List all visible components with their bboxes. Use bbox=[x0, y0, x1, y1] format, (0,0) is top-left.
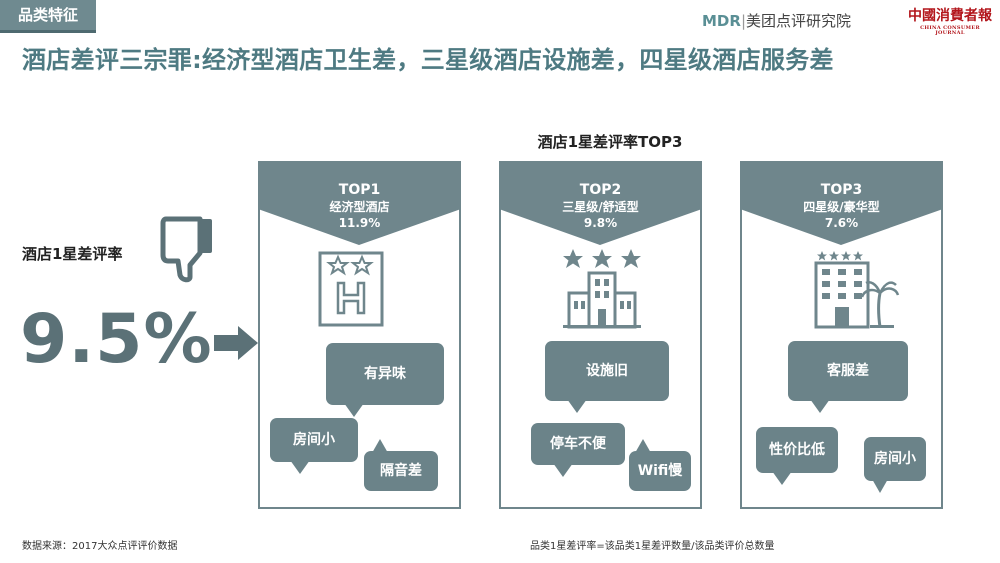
card-rank: TOP2 bbox=[579, 182, 622, 198]
card-top2: TOP2 三星级/舒适型 9.8% 设施旧 停车不便 Wifi慢 bbox=[499, 161, 702, 509]
three-star-building-icon bbox=[563, 249, 641, 329]
mdr-mark: MDR bbox=[702, 12, 741, 30]
card-rate: 11.9% bbox=[338, 216, 381, 230]
bubble-complaint: 停车不便 bbox=[531, 423, 625, 477]
brand-logo-consumer: 中國消費者報 CHINA CONSUMER JOURNAL bbox=[908, 6, 992, 36]
card-rate: 9.8% bbox=[583, 216, 618, 230]
source-note: 数据来源：2017大众点评评价数据 bbox=[22, 541, 178, 552]
consumer-logo-sub: CHINA CONSUMER JOURNAL bbox=[920, 25, 980, 36]
consumer-logo-text: 中國消費者報 bbox=[908, 8, 992, 24]
section-tag: 品类特征 bbox=[0, 0, 96, 33]
card-category: 三星级/舒适型 bbox=[562, 200, 639, 214]
card-category: 经济型酒店 bbox=[329, 200, 390, 214]
formula-note: 品类1星差评率=该品类1星差评数量/该品类评价总数量 bbox=[530, 541, 775, 552]
card-rate: 7.6% bbox=[824, 216, 859, 230]
arrow-right-icon bbox=[214, 326, 258, 360]
card-header: TOP2 三星级/舒适型 9.8% bbox=[501, 181, 700, 231]
card-ribbon bbox=[258, 161, 461, 245]
chart-title: 酒店1星差评率TOP3 bbox=[537, 133, 683, 151]
hotel-h-icon bbox=[318, 251, 384, 327]
card-top1: TOP1 经济型酒店 11.9% 有异味 房间小 隔音差 bbox=[258, 161, 461, 509]
thumbs-down-icon bbox=[160, 216, 212, 283]
bubble-complaint: 房间小 bbox=[864, 437, 926, 493]
luxury-hotel-icon bbox=[814, 251, 900, 329]
rate-label: 酒店1星差评率 bbox=[22, 245, 123, 263]
bubble-complaint: 设施旧 bbox=[545, 341, 669, 413]
card-category: 四星级/豪华型 bbox=[803, 200, 880, 214]
bubble-complaint: 房间小 bbox=[270, 418, 358, 474]
brand-name: 美团点评研究院 bbox=[746, 12, 852, 30]
card-rank: TOP1 bbox=[338, 182, 381, 198]
page-title: 酒店差评三宗罪:经济型酒店卫生差，三星级酒店设施差，四星级酒店服务差 bbox=[22, 46, 834, 74]
card-header: TOP3 四星级/豪华型 7.6% bbox=[742, 181, 941, 231]
bubble-complaint: Wifi慢 bbox=[629, 439, 691, 491]
card-ribbon bbox=[740, 161, 943, 245]
bubble-complaint: 性价比低 bbox=[756, 427, 838, 485]
card-header: TOP1 经济型酒店 11.9% bbox=[260, 181, 459, 231]
card-ribbon bbox=[499, 161, 702, 245]
bubble-complaint: 客服差 bbox=[788, 341, 908, 413]
brand-logo-mdr: MDR|美团点评研究院 bbox=[702, 12, 852, 30]
rate-value: 9.5% bbox=[20, 300, 213, 379]
bubble-complaint: 有异味 bbox=[326, 343, 444, 417]
card-rank: TOP3 bbox=[820, 182, 863, 198]
bubble-complaint: 隔音差 bbox=[364, 439, 438, 491]
card-top3: TOP3 四星级/豪华型 7.6% 客服差 性价比低 房间小 bbox=[740, 161, 943, 509]
